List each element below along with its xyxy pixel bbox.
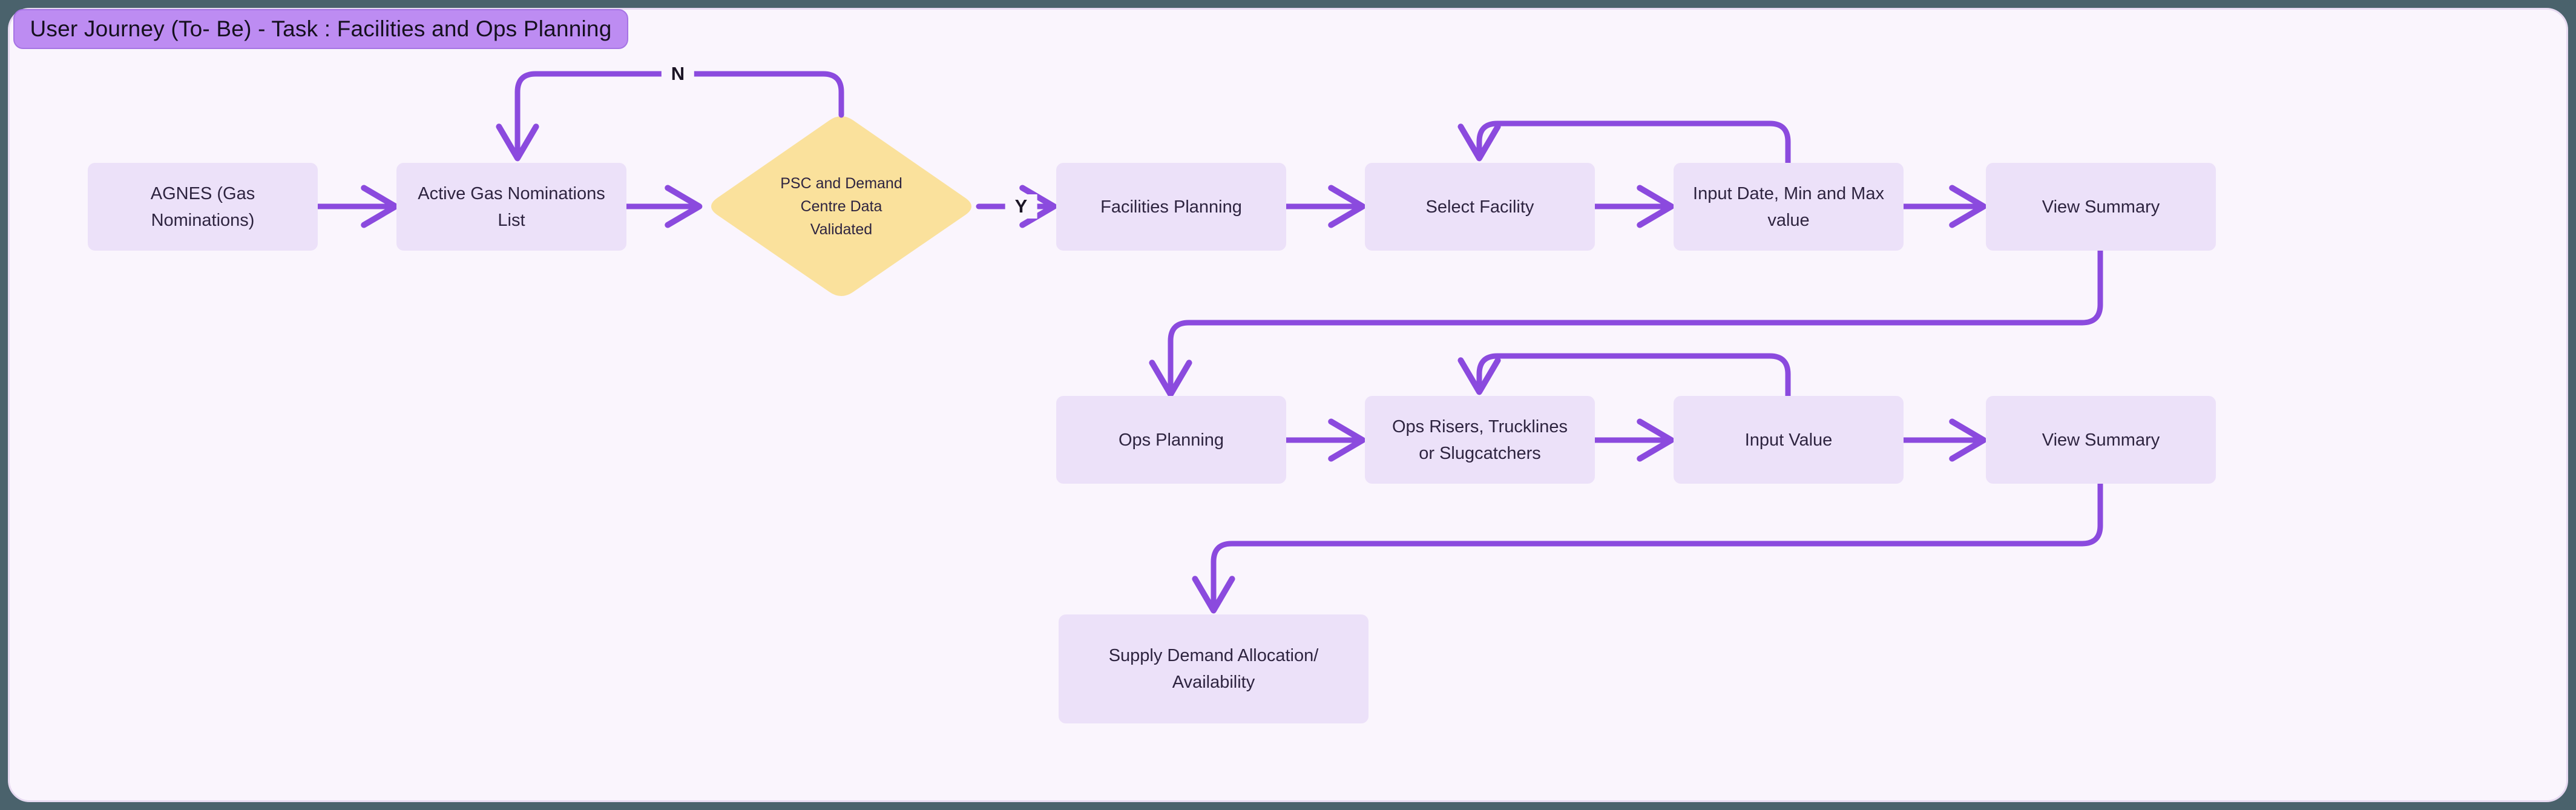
node-select-label: Select Facility — [1425, 197, 1534, 217]
node-active-label: Active Gas Nominations List — [418, 183, 605, 230]
node-inputvalue-label: Input Value — [1744, 430, 1833, 450]
node-ops-risers-trucklines-slugcatchers: Ops Risers, Trucklines or Slugcatchers — [1365, 396, 1595, 484]
node-view2-label: View Summary — [2042, 430, 2160, 450]
node-ops-planning: Ops Planning — [1056, 396, 1286, 484]
node-view-summary-2: View Summary — [1986, 396, 2216, 484]
node-ops-label: Ops Planning — [1118, 430, 1224, 450]
node-select-facility: Select Facility — [1365, 163, 1595, 251]
edge-viewsummary2-to-supply — [1192, 481, 2103, 614]
node-agnes: AGNES (Gas Nominations) — [88, 163, 318, 251]
node-decision-label: PSC and Demand Centre Data Validated — [780, 175, 902, 238]
node-view-summary-1: View Summary — [1986, 163, 2216, 251]
node-agnes-label: AGNES (Gas Nominations) — [150, 183, 255, 230]
node-risers-label: Ops Risers, Trucklines or Slugcatchers — [1392, 417, 1568, 463]
decision-diamond-shape — [711, 116, 971, 296]
node-decision-psc-validated: PSC and Demand Centre Data Validated — [769, 146, 914, 267]
edge-label-no: N — [661, 62, 695, 86]
node-supply-label: Supply Demand Allocation/ Availability — [1108, 646, 1319, 692]
node-input-value: Input Value — [1674, 396, 1904, 484]
edge-label-yes: Y — [1005, 194, 1037, 219]
node-view1-label: View Summary — [2042, 197, 2160, 217]
edge-inputdate-loop-to-select — [1457, 120, 1791, 166]
node-active-gas-nominations-list: Active Gas Nominations List — [396, 163, 626, 251]
diagram-title: User Journey (To- Be) - Task : Facilitie… — [13, 9, 628, 49]
edge-viewsummary1-to-ops — [1149, 248, 2103, 398]
edge-inputvalue-loop-to-risers — [1457, 353, 1791, 399]
node-supply-demand-allocation: Supply Demand Allocation/ Availability — [1059, 614, 1368, 723]
edge-decision-no-to-active — [496, 71, 844, 162]
node-input-date-min-max: Input Date, Min and Max value — [1674, 163, 1904, 251]
node-inputdate-label: Input Date, Min and Max value — [1693, 183, 1884, 230]
node-facilities-planning: Facilities Planning — [1056, 163, 1286, 251]
node-facilities-label: Facilities Planning — [1100, 197, 1242, 217]
